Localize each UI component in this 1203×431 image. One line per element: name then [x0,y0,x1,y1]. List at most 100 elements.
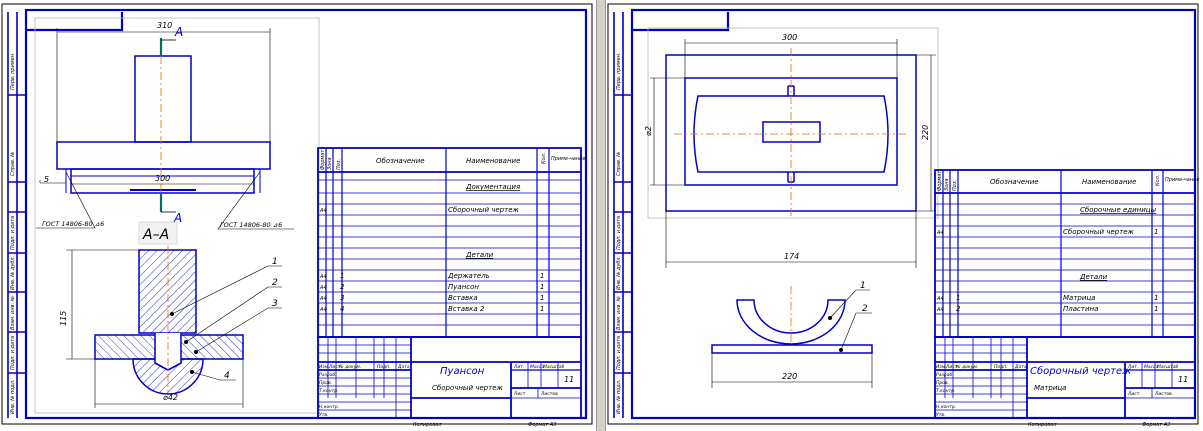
spec-cell-qty: 1 [540,272,544,280]
section-title-box [138,221,178,245]
section-arrows [161,39,176,213]
spec-cell-qty: 1 [1154,305,1158,313]
title-format: Формат А3 [1142,422,1170,428]
spec-cell-qty: 1 [1154,294,1158,302]
weld-note-right: ГОСТ 14806-80 ⊿6 [220,221,282,229]
pane-divider[interactable] [596,0,606,431]
stamp-label: Т.контр. [936,388,956,394]
block-label: Масштаб [543,364,565,370]
spec-header-name: Наименование [1082,178,1136,186]
margin-labels: Перв. примен. Справ. № Подп. и дата Инв.… [616,52,622,414]
dimension-lines [39,28,271,185]
spec-cell-pos: 2 [956,305,961,313]
dim-mid: 300 [155,174,170,183]
right-drawing-svg: Перв. примен. Справ. № Подп. и дата Инв.… [607,3,1199,428]
spec-cell-name: Держатель [447,272,490,280]
stamp-label: Дата [397,364,410,370]
title-sheet-no: 11 [1178,375,1188,384]
block-label: Лист [1127,391,1140,397]
spec-cell-pos: 2 [340,283,345,291]
spec-cell-fmt: А4 [936,296,944,302]
title-name: Пуансон [440,366,485,377]
punch-front-view [56,55,271,194]
title-format: Формат А3 [528,422,556,428]
spec-header-format: Формат [937,170,943,191]
dim-left: ⌀2 [644,126,653,136]
block-label: Листов [1154,391,1172,397]
dim-top: 310 [157,21,172,30]
dim-bottom: ⌀42 [163,393,178,402]
spec-cell-qty: 1 [540,305,544,313]
stamp-labels: Изм. Лист № докум. Подп. Дата Разраб. Пр… [319,364,565,418]
weld-leaders [36,171,294,230]
center-axes [674,48,908,345]
spec-header-zone: Зона [944,178,950,191]
margin-label: Справ. № [10,152,16,176]
spec-cell-fmt: А4 [319,285,327,291]
view-viewport [647,27,939,219]
spec-cell-qty: 1 [540,283,544,291]
stamp-label: Т.контр. [319,388,339,394]
spec-cell-pos: 3 [340,294,344,302]
callout-dots [170,312,198,374]
margin-label: Перв. примен. [10,52,16,90]
spec-header-pos: Поз. [336,159,342,170]
spec-cell-name: Пуансон [448,283,479,291]
stamp-label: Дата [1014,364,1027,370]
dim-weld-leg: 5 [44,175,49,184]
callout-dots [828,316,843,352]
spec-cell-qty: 1 [1154,228,1158,236]
weld-note-left: ГОСТ 14806-80 ⊿6 [42,220,104,228]
stamp-label: Пров. [319,380,332,386]
margin-label: Инв. № дубл. [10,256,16,290]
spec-header-designation: Обозначение [376,157,425,165]
spec-header-format: Формат [320,149,326,170]
stamp-label: Подп. [994,364,1008,370]
spec-cell-name: Матрица [1063,294,1095,302]
title-copied: Копировал [413,422,442,428]
view-viewport [34,17,320,414]
stamp-label: Н.контр. [319,404,339,410]
section-dimension-lines [66,249,244,408]
dim-height: 115 [59,311,68,326]
callout-3: 3 [272,299,278,309]
spec-cell-name: Документация [465,183,520,191]
margin-label: Инв. № подл. [616,380,622,415]
spec-header-qty: Кол. [1155,175,1161,186]
spec-header-zone: Зона [327,157,333,170]
spec-cell-name: Вставка [448,294,478,302]
stamp-label: Лист [945,364,958,370]
margin-label: Подп. и дата [10,216,16,250]
stamp-label: Изм. [319,364,330,370]
spec-header-note: Приме-чание [551,156,585,162]
stamp-label: Разраб. [936,372,954,378]
spec-cell-name: Пластина [1063,305,1098,313]
callout-leaders [829,289,872,351]
spec-cell-fmt: А4 [936,230,944,236]
title-block [934,336,1196,419]
spec-cell-name: Сборочные единицы [1080,206,1157,214]
stamp-label: Н.контр. [936,404,956,410]
left-drawing-svg: Перв. примен. Справ. № Подп. и дата Инв.… [1,3,593,428]
stamp-label: № докум. [955,364,978,370]
block-label: Листов [540,391,558,397]
callout-2: 2 [272,278,278,288]
spec-headers: Формат Зона Поз. Обозначение Наименовани… [320,149,585,170]
left-drawing-sheet[interactable]: Перв. примен. Справ. № Подп. и дата Инв.… [0,0,596,431]
spec-cell-name: Детали [1079,273,1108,281]
spec-cell-name: Вставка 2 [448,305,485,313]
dim-bottom: 220 [782,372,797,381]
spec-cell-fmt: А4 [319,307,327,313]
margin-label: Взам. инв. № [616,296,622,330]
callout-4: 4 [224,371,230,381]
stamp-label: Лист [328,364,341,370]
right-drawing-sheet[interactable]: Перв. примен. Справ. № Подп. и дата Инв.… [606,0,1203,431]
title-name: Сборочный чертеж [1030,365,1131,377]
sheet-frame [607,3,1199,425]
spec-header-name: Наименование [466,157,520,165]
stamp-label: Пров. [936,380,949,386]
spec-cell-qty: 1 [540,294,544,302]
margin-label: Инв. № подл. [10,380,16,415]
callout-1: 1 [272,257,278,267]
